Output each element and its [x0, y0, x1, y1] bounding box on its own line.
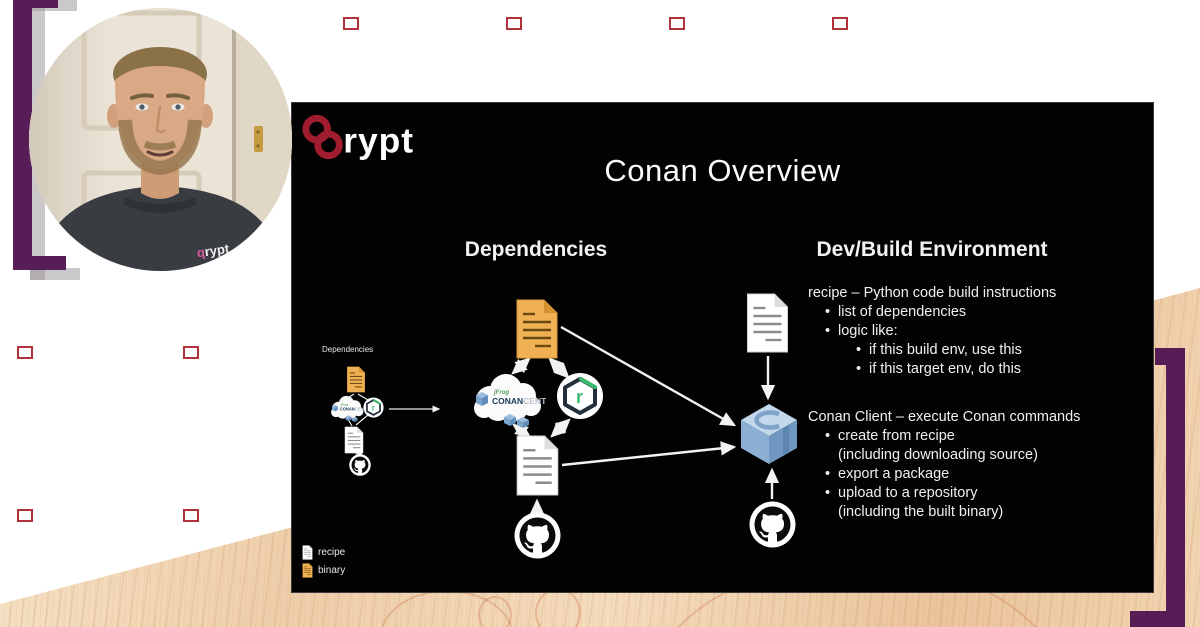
qrypt-logo-text: rypt [343, 121, 414, 161]
client-bullet: upload to a repository [838, 485, 978, 501]
client-title: Conan Client – execute Conan commands [808, 409, 1081, 425]
conan-client-description: Conan Client – execute Conan commands • c… [808, 409, 1148, 523]
conan-center-cloud-icon [468, 370, 546, 428]
bullet-icon: • [825, 428, 831, 444]
slide-title: Conan Overview [604, 153, 841, 188]
corner-bracket-icon [183, 346, 199, 359]
binary-doc-icon [346, 366, 366, 393]
client-bullet: create from recipe [838, 428, 955, 444]
mini-dependencies-label: Dependencies [322, 345, 374, 354]
conan-client-cube-icon [739, 402, 799, 466]
right-bracket-decor [1155, 348, 1185, 365]
recipe-title: recipe – Python code build instructions [808, 285, 1057, 301]
recipe-bullet: logic like: [838, 323, 898, 339]
binary-doc-icon [515, 298, 559, 360]
recipe-sub-bullet: if this build env, use this [869, 342, 1022, 358]
corner-bracket-icon [343, 17, 359, 30]
binary-doc-icon [302, 563, 313, 578]
recipe-sub-bullet: if this target env, do this [869, 361, 1022, 377]
recipe-description: recipe – Python code build instructions … [808, 285, 1148, 380]
left-bracket-decor [13, 256, 66, 270]
presenter-avatar: qrypt [29, 8, 292, 271]
shirt-logo: qrypt [196, 241, 231, 260]
bracket-shadow [30, 268, 80, 280]
corner-bracket-icon [832, 17, 848, 30]
wood-ring-decor [535, 588, 581, 627]
github-icon [749, 501, 796, 548]
client-note: (including the built binary) [838, 504, 1004, 520]
left-bracket-decor [13, 0, 58, 8]
corner-bracket-icon [17, 346, 33, 359]
bullet-icon: • [856, 361, 862, 377]
dev-build-heading: Dev/Build Environment [816, 238, 1048, 261]
hex-recipe-logo-icon [556, 372, 604, 420]
client-note: (including downloading source) [838, 447, 1038, 463]
right-bracket-decor [1166, 348, 1185, 627]
github-icon [514, 512, 561, 559]
bullet-icon: • [825, 485, 831, 501]
corner-bracket-icon [669, 17, 685, 30]
recipe-doc-icon [344, 426, 364, 454]
qrypt-logo: rypt [302, 114, 414, 161]
dependencies-heading: Dependencies [464, 238, 608, 261]
legend-recipe: recipe [302, 544, 345, 560]
corner-bracket-icon [506, 17, 522, 30]
github-icon [349, 454, 371, 476]
recipe-doc-icon [744, 292, 791, 354]
client-bullet: export a package [838, 466, 950, 482]
recipe-doc-icon [302, 545, 313, 560]
left-bracket-decor [13, 0, 32, 270]
bullet-icon: • [856, 342, 862, 358]
webcam-overlay: qrypt [29, 8, 292, 271]
legend-binary-label: binary [318, 564, 346, 576]
right-bracket-decor [1130, 611, 1185, 627]
corner-bracket-icon [183, 509, 199, 522]
presentation-slide: rypt Conan Overview Dependencies Dev/Bui… [292, 103, 1153, 592]
legend-binary: binary [302, 562, 345, 578]
bullet-icon: • [825, 466, 831, 482]
hex-recipe-logo-icon [363, 397, 384, 418]
recipe-doc-icon [515, 434, 560, 497]
conan-center-cloud-icon [328, 394, 366, 422]
legend-recipe-label: recipe [318, 546, 346, 558]
recipe-bullet: list of dependencies [838, 304, 967, 320]
bullet-icon: • [825, 304, 831, 320]
corner-bracket-icon [17, 509, 33, 522]
bullet-icon: • [825, 323, 831, 339]
